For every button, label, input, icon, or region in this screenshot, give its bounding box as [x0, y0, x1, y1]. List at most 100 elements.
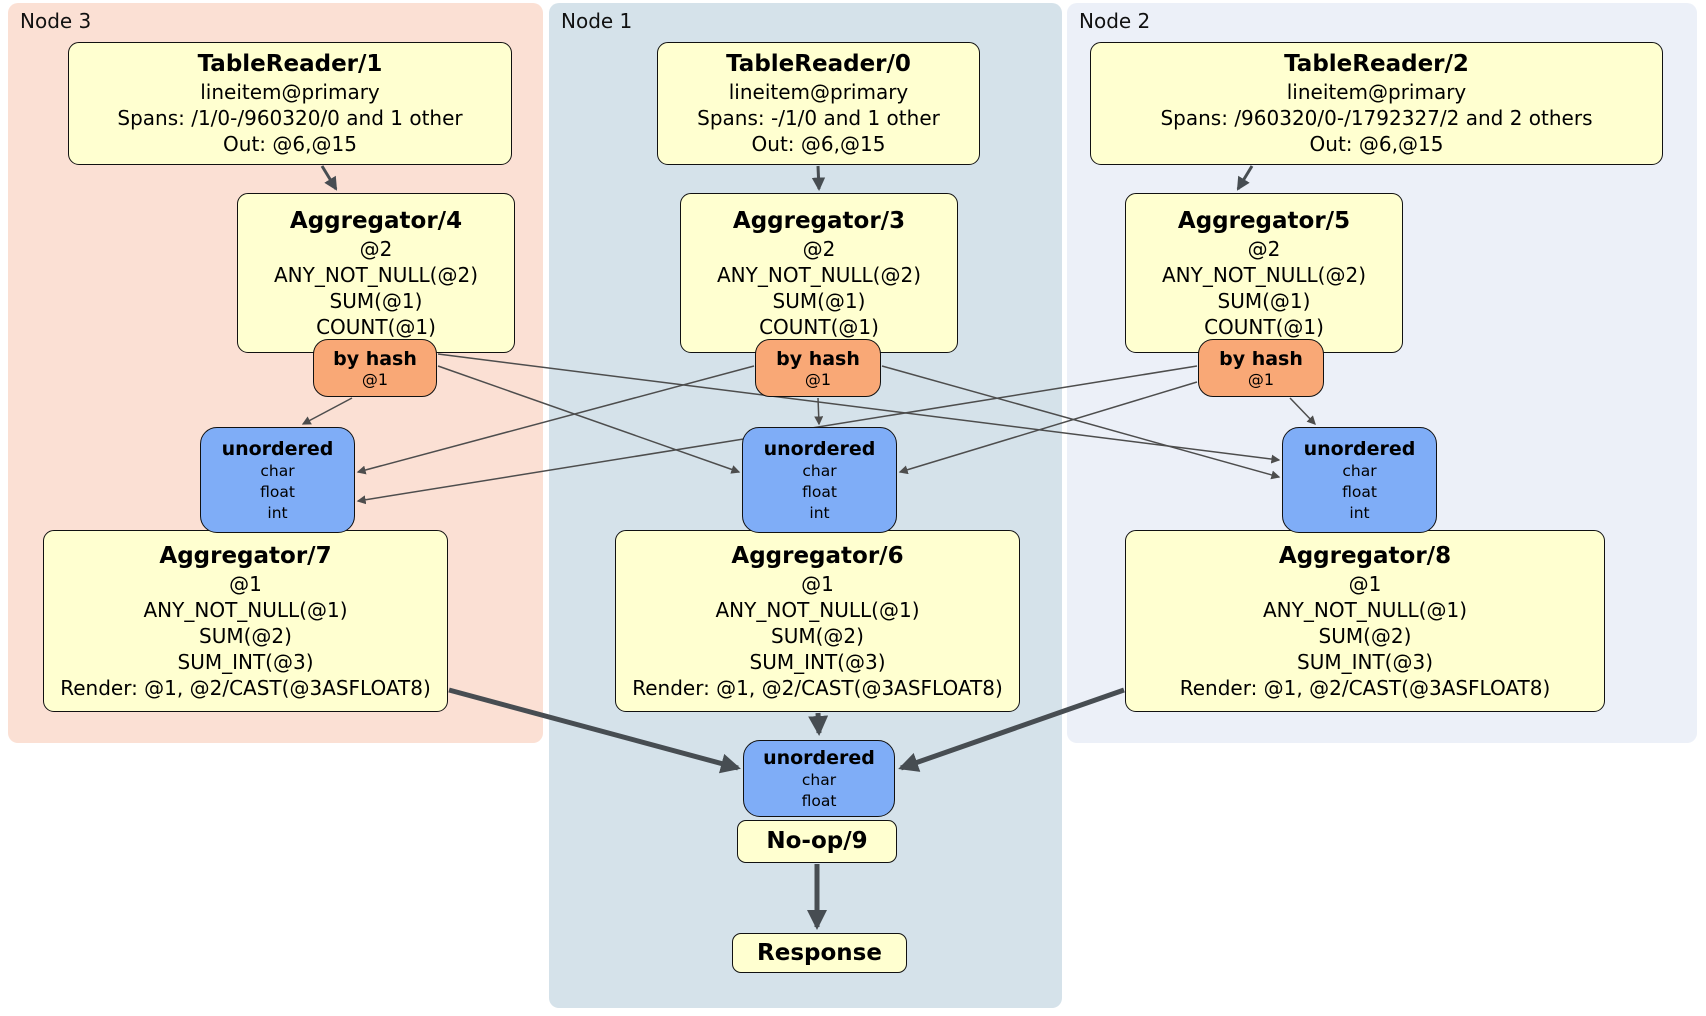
processor-tablereader-0: TableReader/0 lineitem@primary Spans: -/…: [657, 42, 980, 165]
processor-title: Aggregator/8: [1278, 542, 1452, 569]
sync-title: unordered: [763, 746, 875, 769]
sync-column: char: [802, 461, 837, 480]
processor-aggregator-4: Aggregator/4 @2 ANY_NOT_NULL(@2) SUM(@1)…: [237, 193, 515, 353]
sync-column: char: [1342, 461, 1377, 480]
sync-title: unordered: [221, 437, 334, 460]
sync-column: char: [260, 461, 295, 480]
processor-detail: lineitem@primary: [1286, 80, 1467, 104]
sync-column: float: [802, 482, 837, 501]
processor-title: Aggregator/4: [289, 207, 463, 234]
processor-detail: SUM(@1): [772, 288, 866, 313]
processor-detail: SUM_INT(@3): [749, 649, 886, 674]
sync-column: char: [801, 770, 837, 789]
processor-tablereader-1: TableReader/1 lineitem@primary Spans: /1…: [68, 42, 512, 165]
processor-response: Response: [732, 933, 907, 973]
processor-detail: Spans: /1/0-/960320/0 and 1 other: [117, 106, 463, 130]
processor-aggregator-8: Aggregator/8 @1 ANY_NOT_NULL(@1) SUM(@2)…: [1125, 530, 1605, 712]
router-title: by hash: [333, 347, 417, 370]
node-group-label: Node 1: [561, 9, 633, 33]
edge-hash3-sync1: [814, 397, 824, 426]
router-by-hash-node1: by hash @1: [755, 339, 881, 397]
processor-detail: SUM(@2): [1318, 623, 1412, 648]
sync-column: float: [260, 482, 295, 501]
sync-unordered-node2: unordered char float int: [1282, 427, 1437, 533]
processor-detail: Render: @1, @2/CAST(@3ASFLOAT8): [60, 675, 431, 700]
router-columns: @1: [361, 369, 389, 389]
processor-title: Aggregator/3: [732, 207, 906, 234]
router-columns: @1: [804, 369, 832, 389]
processor-detail: ANY_NOT_NULL(@1): [715, 597, 920, 622]
processor-detail: SUM(@1): [1217, 288, 1311, 313]
processor-aggregator-5: Aggregator/5 @2 ANY_NOT_NULL(@2) SUM(@1)…: [1125, 193, 1403, 353]
processor-detail: lineitem@primary: [728, 80, 909, 104]
router-by-hash-node2: by hash @1: [1198, 339, 1324, 397]
node-group-label: Node 2: [1079, 9, 1151, 33]
processor-detail: ANY_NOT_NULL(@2): [1162, 262, 1366, 287]
processor-aggregator-6: Aggregator/6 @1 ANY_NOT_NULL(@1) SUM(@2)…: [615, 530, 1020, 712]
processor-detail: @2: [359, 236, 393, 261]
edge-hash5-sync2: [1289, 397, 1316, 425]
processor-detail: ANY_NOT_NULL(@1): [143, 597, 348, 622]
processor-detail: @1: [801, 571, 834, 596]
router-title: by hash: [776, 347, 860, 370]
sync-column: int: [809, 503, 830, 522]
processor-detail: Spans: -/1/0 and 1 other: [697, 106, 940, 130]
processor-detail: lineitem@primary: [200, 80, 380, 104]
processor-detail: Render: @1, @2/CAST(@3ASFLOAT8): [1179, 675, 1551, 700]
processor-title: Aggregator/5: [1177, 207, 1351, 234]
processor-detail: SUM(@2): [771, 623, 864, 648]
processor-title: Aggregator/6: [731, 542, 904, 569]
processor-detail: Out: @6,@15: [1309, 132, 1444, 156]
processor-noop-9: No-op/9: [737, 820, 897, 863]
processor-title: TableReader/0: [726, 51, 911, 77]
processor-detail: SUM_INT(@3): [1297, 649, 1433, 674]
edge-hash4-sync2: [437, 353, 1281, 464]
processor-detail: Out: @6,@15: [751, 132, 886, 156]
edge-agg8-syncF: [898, 687, 1125, 772]
edge-tr1-agg4: [320, 165, 338, 191]
edge-tr2-agg5: [1236, 165, 1254, 191]
processor-title: TableReader/2: [1284, 51, 1469, 77]
edge-hash3-sync2: [881, 365, 1281, 480]
edge-hash4-sync3: [301, 397, 353, 425]
sync-column: float: [801, 791, 837, 810]
edge-tr0-agg3: [811, 165, 826, 192]
processor-detail: COUNT(@1): [759, 314, 879, 339]
router-columns: @1: [1247, 369, 1275, 389]
processor-detail: ANY_NOT_NULL(@2): [717, 262, 921, 287]
processor-detail: SUM(@2): [199, 623, 292, 648]
processor-detail: ANY_NOT_NULL(@1): [1263, 597, 1467, 622]
sync-unordered-node1: unordered char float int: [742, 427, 897, 533]
router-title: by hash: [1219, 347, 1303, 370]
processor-detail: Render: @1, @2/CAST(@3ASFLOAT8): [632, 675, 1003, 700]
edge-hash4-sync1: [437, 365, 741, 474]
processor-detail: ANY_NOT_NULL(@2): [274, 262, 478, 287]
edge-agg7-syncF: [448, 687, 741, 774]
processor-detail: SUM(@1): [329, 288, 423, 313]
processor-detail: @2: [1247, 236, 1281, 261]
router-by-hash-node3: by hash @1: [313, 339, 437, 397]
processor-title: Response: [757, 939, 882, 966]
sync-unordered-node3: unordered char float int: [200, 427, 355, 533]
processor-aggregator-7: Aggregator/7 @1 ANY_NOT_NULL(@1) SUM(@2)…: [43, 530, 448, 712]
processor-detail: @1: [229, 571, 262, 596]
sync-column: float: [1342, 482, 1377, 501]
processor-detail: @2: [802, 236, 836, 261]
sync-title: unordered: [1303, 437, 1416, 460]
edge-hash3-sync3: [356, 365, 755, 475]
processor-title: Aggregator/7: [159, 542, 332, 569]
processor-aggregator-3: Aggregator/3 @2 ANY_NOT_NULL(@2) SUM(@1)…: [680, 193, 958, 353]
processor-detail: Out: @6,@15: [223, 132, 357, 156]
edge-agg6-syncF: [808, 712, 829, 736]
sync-unordered-final: unordered char float: [743, 740, 895, 817]
node-group-label: Node 3: [20, 9, 92, 33]
processor-title: No-op/9: [766, 828, 868, 854]
processor-title: TableReader/1: [197, 51, 383, 77]
edge-hash5-sync1: [898, 381, 1198, 475]
processor-detail: COUNT(@1): [316, 314, 436, 339]
sync-column: int: [267, 503, 288, 522]
processor-detail: Spans: /960320/0-/1792327/2 and 2 others: [1160, 106, 1593, 130]
sync-title: unordered: [763, 437, 876, 460]
